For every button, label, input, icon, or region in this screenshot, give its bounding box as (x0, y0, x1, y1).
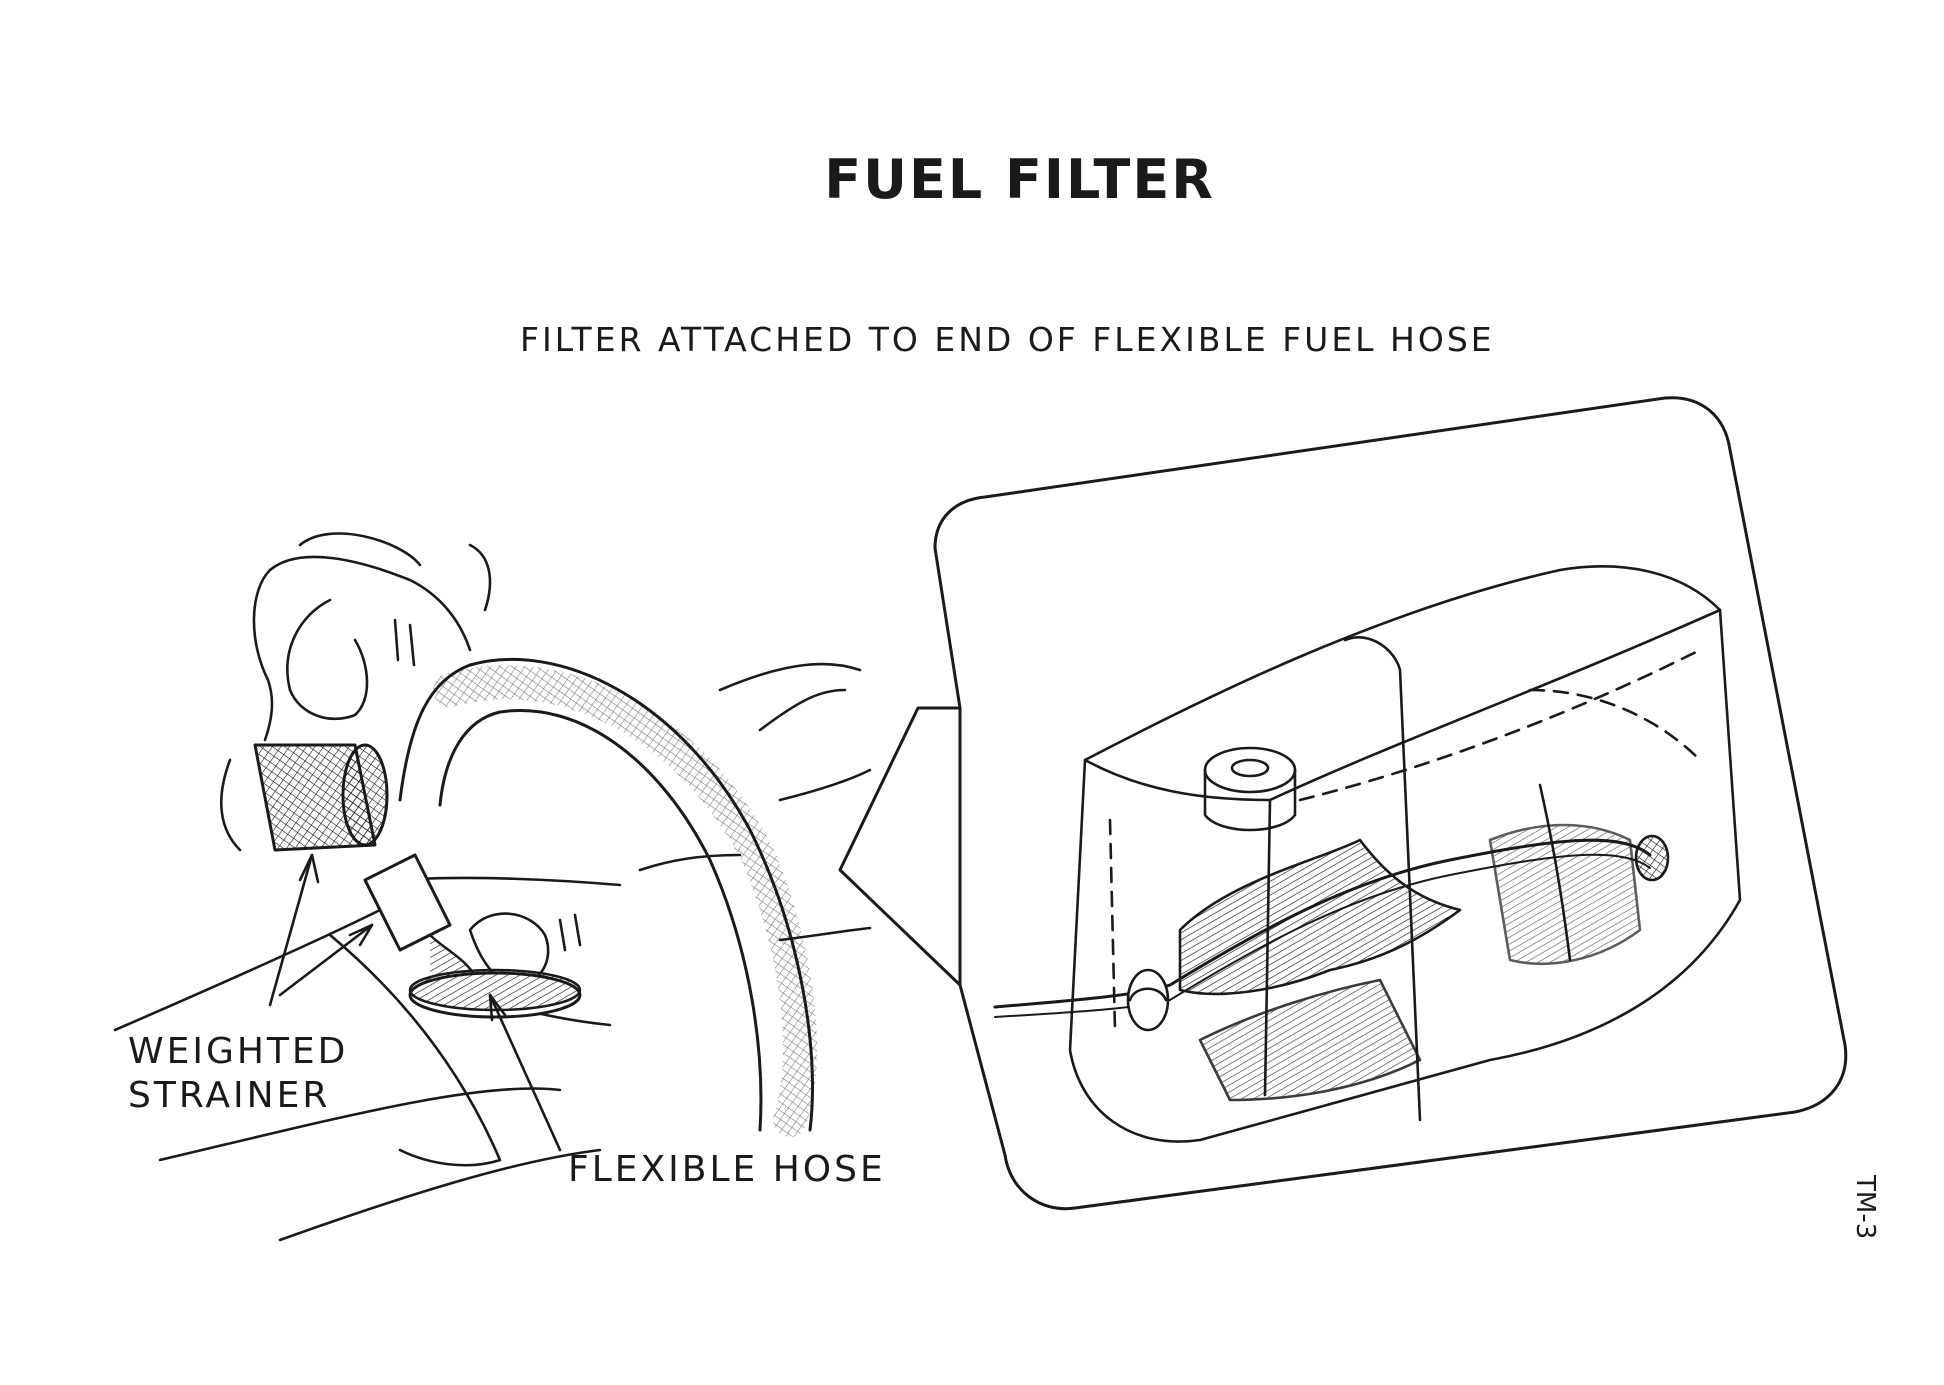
hose-fitting (363, 853, 582, 1019)
weighted-strainer (253, 743, 389, 852)
fuel-tank-panel (933, 396, 1848, 1211)
callout-arrow (838, 706, 962, 987)
leader-arrows (268, 853, 562, 1152)
hand-and-hose-scene (113, 532, 872, 1242)
weighted-strainer-label-line2: STRAINER (128, 1075, 331, 1116)
flexible-hose-label: FLEXIBLE HOSE (568, 1149, 886, 1190)
page-id: TM-3 (1850, 1175, 1880, 1240)
weighted-strainer-label-line1: WEIGHTED (128, 1031, 349, 1072)
subtitle: FILTER ATTACHED TO END OF FLEXIBLE FUEL … (520, 320, 1495, 359)
page-title: FUEL FILTER (824, 148, 1215, 211)
weighted-strainer-label: WEIGHTED STRAINER (128, 1030, 348, 1118)
